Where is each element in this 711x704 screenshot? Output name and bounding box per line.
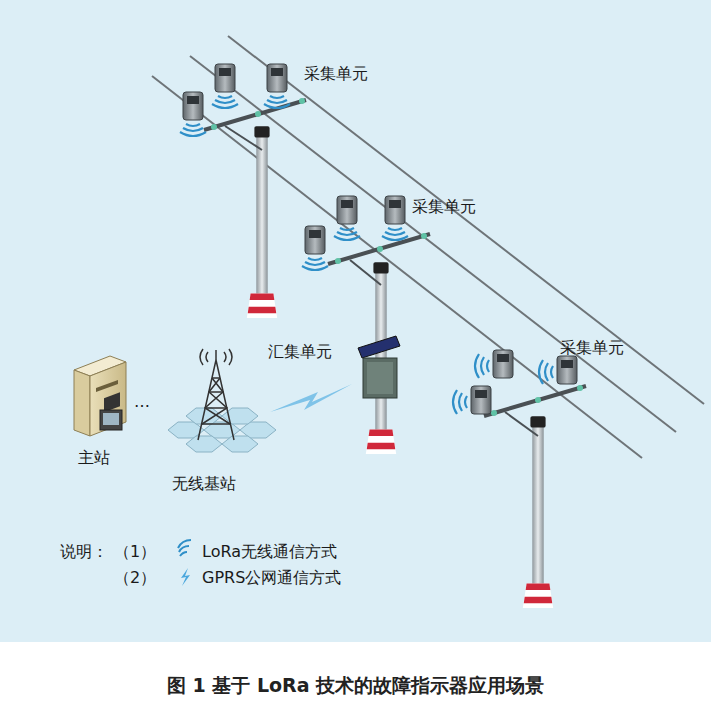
ellipsis: … — [134, 392, 150, 411]
figure-caption: 图 1 基于 LoRa 技术的故障指示器应用场景 — [167, 674, 544, 697]
station-label: 无线基站 — [172, 474, 236, 493]
unit-label: 采集单元 — [304, 64, 368, 83]
unit-label: 采集单元 — [560, 338, 624, 357]
legend-number: （1） — [114, 542, 156, 561]
legend-text: GPRS公网通信方式 — [202, 568, 341, 587]
unit-label: 汇集单元 — [268, 342, 332, 361]
unit-label: 采集单元 — [412, 197, 476, 216]
legend-number: （2） — [114, 568, 156, 587]
station-label: 主站 — [78, 448, 110, 467]
legend-text: LoRa无线通信方式 — [202, 542, 337, 561]
legend-heading: 说明： — [60, 542, 108, 561]
